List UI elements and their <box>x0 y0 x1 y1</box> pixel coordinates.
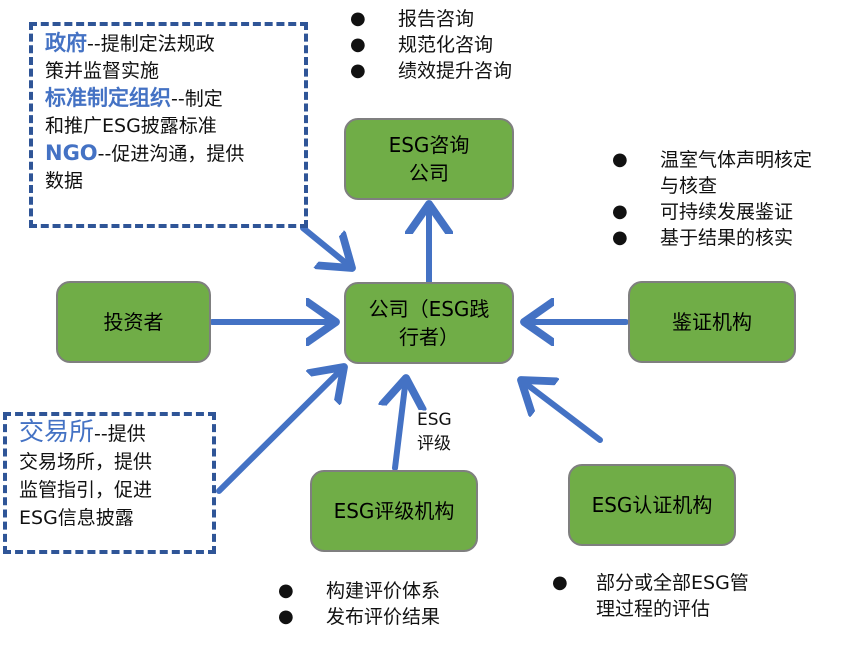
arrow-certification-to-center <box>521 380 603 443</box>
bullet-icon: ● <box>278 580 294 601</box>
bullet-icon: ● <box>278 606 294 627</box>
assurance-services-list: ● 温室气体声明核定与核查 ● 可持续发展鉴证 ● 基于结果的核实 <box>612 147 842 251</box>
list-item-text: 基于结果的核实 <box>660 227 794 249</box>
list-item-text: 发布评价结果 <box>326 606 441 628</box>
list-item: ● 绩效提升咨询 <box>350 58 610 84</box>
rating-arrow-label-2: 评级 <box>417 434 451 454</box>
center-label-1: 公司（ESG践 <box>368 297 490 321</box>
node-assurance: 鉴证机构 <box>628 281 796 363</box>
list-item: ● 报告咨询 <box>350 6 610 32</box>
list-item: ● 构建评价体系 <box>278 578 518 604</box>
center-label-2: 行者） <box>399 325 459 349</box>
list-item: ● 部分或全部ESG管理过程的评估 <box>552 570 792 622</box>
node-esg-consulting: ESG咨询 公司 <box>344 118 514 200</box>
arrow-exchange-to-center <box>216 367 344 494</box>
certification-label: ESG认证机构 <box>591 493 713 517</box>
arrow-rating-to-center <box>395 378 406 471</box>
certification-services-list: ● 部分或全部ESG管理过程的评估 <box>552 570 792 622</box>
std-org-desc: --制定 <box>171 88 223 110</box>
list-item: ● 基于结果的核实 <box>612 225 842 251</box>
list-item-text: 部分或全部ESG管理过程的评估 <box>596 572 749 620</box>
rating-arrow-label: ESG 评级 <box>417 408 452 456</box>
node-esg-rating: ESG评级机构 <box>310 470 478 552</box>
arrow-regulators-to-center <box>300 225 352 268</box>
rating-label: ESG评级机构 <box>333 499 455 523</box>
gov-desc-cont: 策并监督实施 <box>45 60 160 82</box>
bullet-icon: ● <box>612 201 628 222</box>
list-item: ● 规范化咨询 <box>350 32 610 58</box>
ngo-title: NGO <box>45 141 98 165</box>
exchange-desc-3: 监管指引，促进 <box>19 479 153 501</box>
std-org-title: 标准制定组织 <box>45 86 171 110</box>
rating-arrow-label-1: ESG <box>417 410 452 430</box>
list-item-text: 报告咨询 <box>398 8 475 30</box>
rating-services-list: ● 构建评价体系 ● 发布评价结果 <box>278 578 518 630</box>
node-esg-certification: ESG认证机构 <box>568 464 736 546</box>
node-investor: 投资者 <box>56 281 211 363</box>
assurance-label: 鉴证机构 <box>672 310 752 334</box>
consulting-label-2: 公司 <box>409 161 449 185</box>
bullet-icon: ● <box>612 149 628 170</box>
consulting-label-1: ESG咨询 <box>388 133 470 157</box>
list-item: ● 温室气体声明核定与核查 <box>612 147 842 199</box>
bullet-icon: ● <box>552 572 568 593</box>
gov-title: 政府 <box>45 31 87 55</box>
bullet-icon: ● <box>612 227 628 248</box>
list-item-text: 构建评价体系 <box>326 580 441 602</box>
bullet-icon: ● <box>350 60 366 81</box>
exchange-box: 交易所--提供 交易场所，提供 监管指引，促进 ESG信息披露 <box>3 412 216 554</box>
exchange-desc-2: 交易场所，提供 <box>19 451 153 473</box>
ngo-desc-cont: 数据 <box>45 170 84 192</box>
std-org-desc-cont: 和推广ESG披露标准 <box>45 115 217 137</box>
exchange-desc: --提供 <box>94 423 146 445</box>
list-item-text: 绩效提升咨询 <box>398 60 513 82</box>
list-item-text: 可持续发展鉴证 <box>660 201 794 223</box>
list-item-text: 规范化咨询 <box>398 34 494 56</box>
bullet-icon: ● <box>350 8 366 29</box>
list-item: ● 发布评价结果 <box>278 604 518 630</box>
list-item-text: 温室气体声明核定与核查 <box>660 149 813 197</box>
node-company-center: 公司（ESG践 行者） <box>344 282 514 364</box>
bullet-icon: ● <box>350 34 366 55</box>
investor-label: 投资者 <box>103 310 164 334</box>
consulting-services-list: ● 报告咨询 ● 规范化咨询 ● 绩效提升咨询 <box>350 6 610 84</box>
regulators-box: 政府--提制定法规政 策并监督实施 标准制定组织--制定 和推广ESG披露标准 … <box>29 22 308 228</box>
list-item: ● 可持续发展鉴证 <box>612 199 842 225</box>
exchange-title: 交易所 <box>19 417 95 446</box>
ngo-desc: --促进沟通，提供 <box>97 143 245 165</box>
exchange-desc-4: ESG信息披露 <box>19 507 134 529</box>
gov-desc: --提制定法规政 <box>87 33 215 55</box>
